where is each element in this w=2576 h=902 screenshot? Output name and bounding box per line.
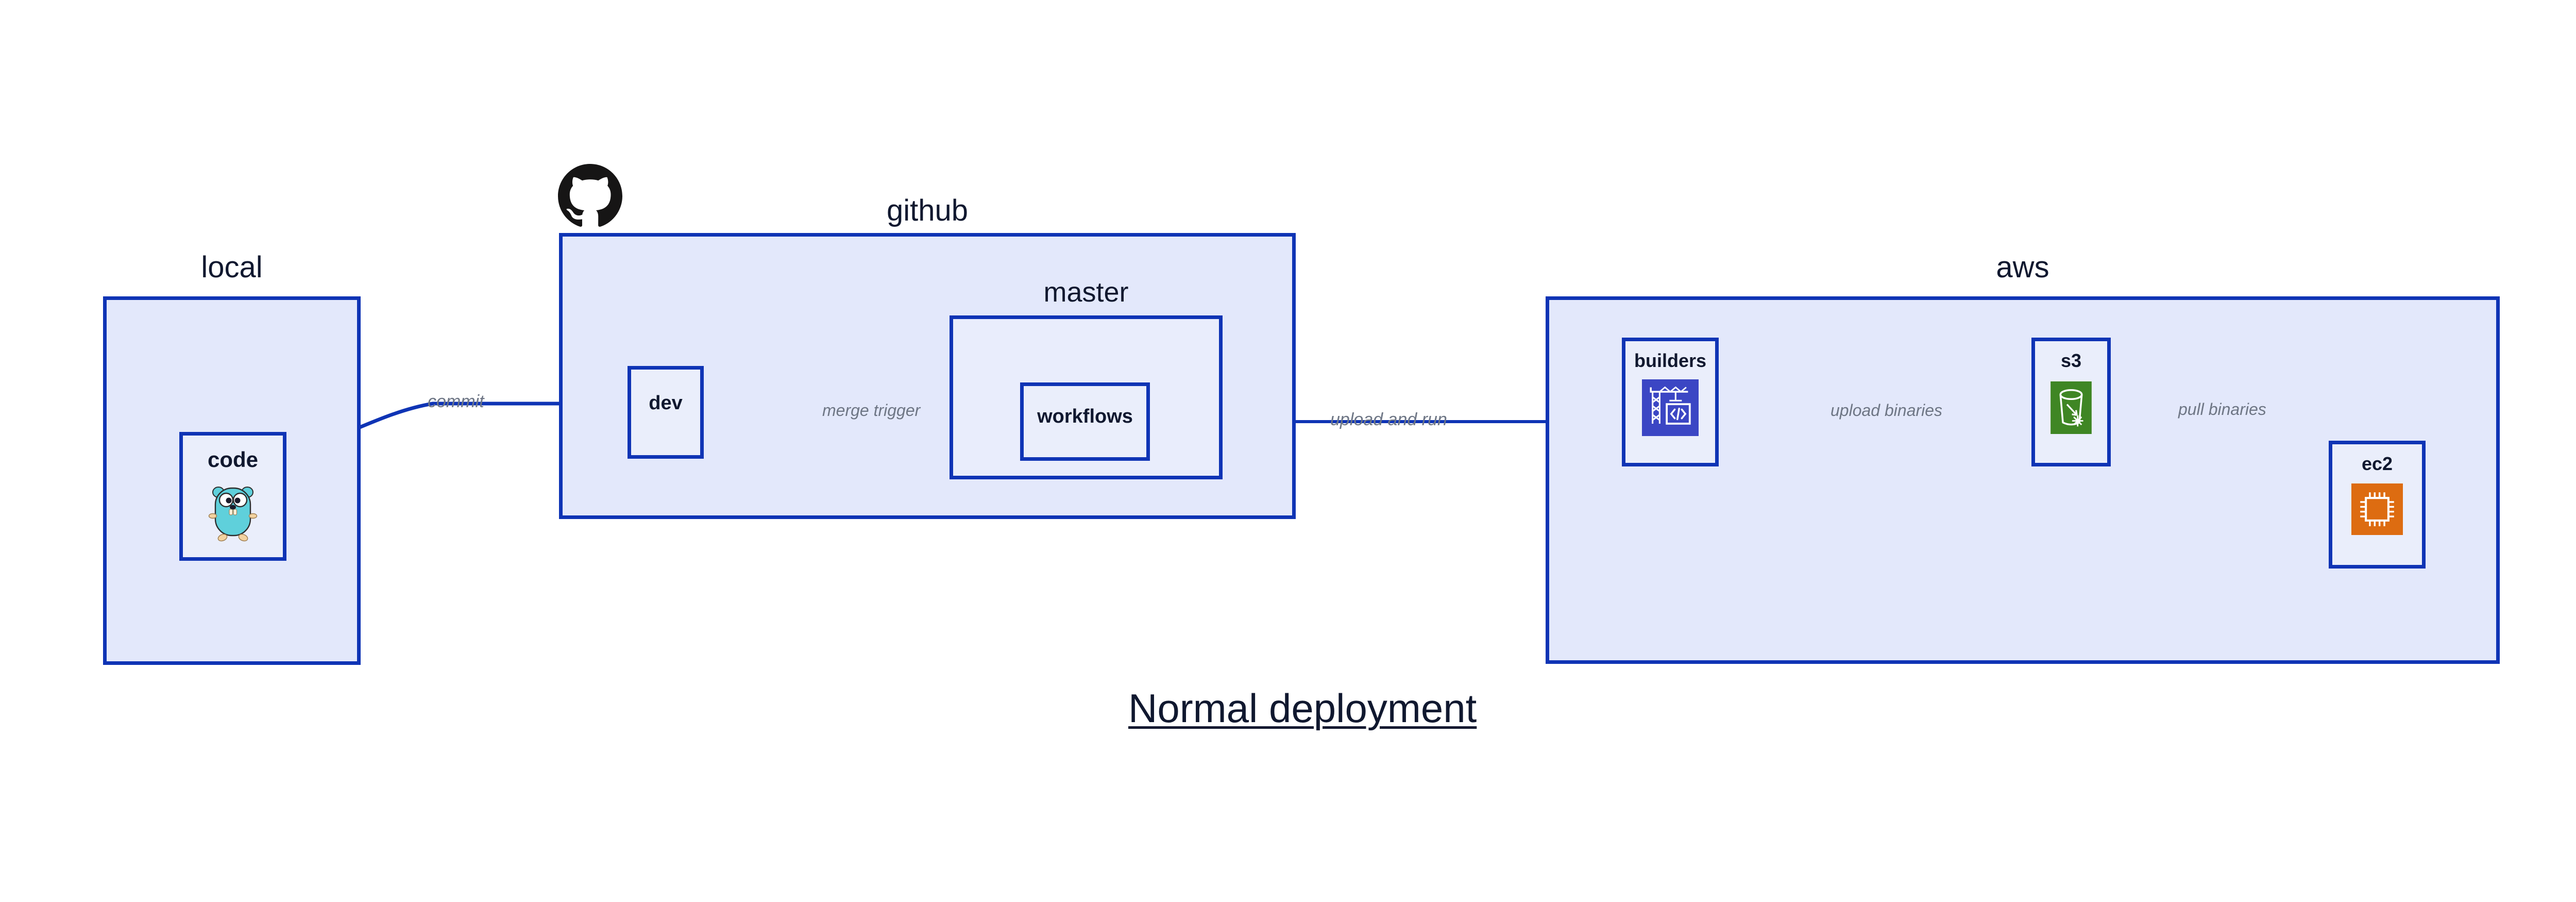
node-label-s3: s3: [2060, 350, 2082, 371]
node-builders[interactable]: builders: [1622, 338, 1719, 466]
node-dev[interactable]: dev: [628, 366, 704, 459]
github-octocat-icon: [558, 164, 622, 228]
group-label-local: local: [201, 250, 263, 284]
edge-label-upload-and-run: upload and run: [1330, 410, 1447, 429]
aws-codebuild-icon: [1642, 379, 1699, 439]
page-title: Normal deployment: [1128, 686, 1477, 731]
edge-label-merge-trigger: merge trigger: [822, 401, 921, 420]
node-label-builders: builders: [1634, 350, 1707, 371]
group-label-github: github: [886, 194, 969, 227]
node-label-dev: dev: [649, 392, 683, 414]
aws-ec2-chip-icon: [2351, 483, 2403, 538]
node-label-ec2: ec2: [2361, 453, 2393, 474]
group-label-aws: aws: [1996, 250, 2049, 284]
aws-s3-bucket-icon: [2050, 381, 2092, 437]
edge-label-upload-binaries: upload binaries: [1831, 401, 1943, 420]
node-label-workflows: workflows: [1037, 406, 1133, 427]
node-workflows[interactable]: workflows: [1020, 382, 1150, 461]
edge-label-pull-binaries: pull binaries: [2178, 400, 2266, 419]
node-s3[interactable]: s3: [2031, 338, 2111, 466]
edge-label-commit: commit: [428, 392, 484, 411]
go-gopher-icon: [205, 482, 261, 545]
node-ec2[interactable]: ec2: [2329, 441, 2426, 569]
node-label-code: code: [207, 447, 259, 472]
group-label-master: master: [1043, 277, 1129, 308]
node-code[interactable]: code: [179, 432, 286, 561]
